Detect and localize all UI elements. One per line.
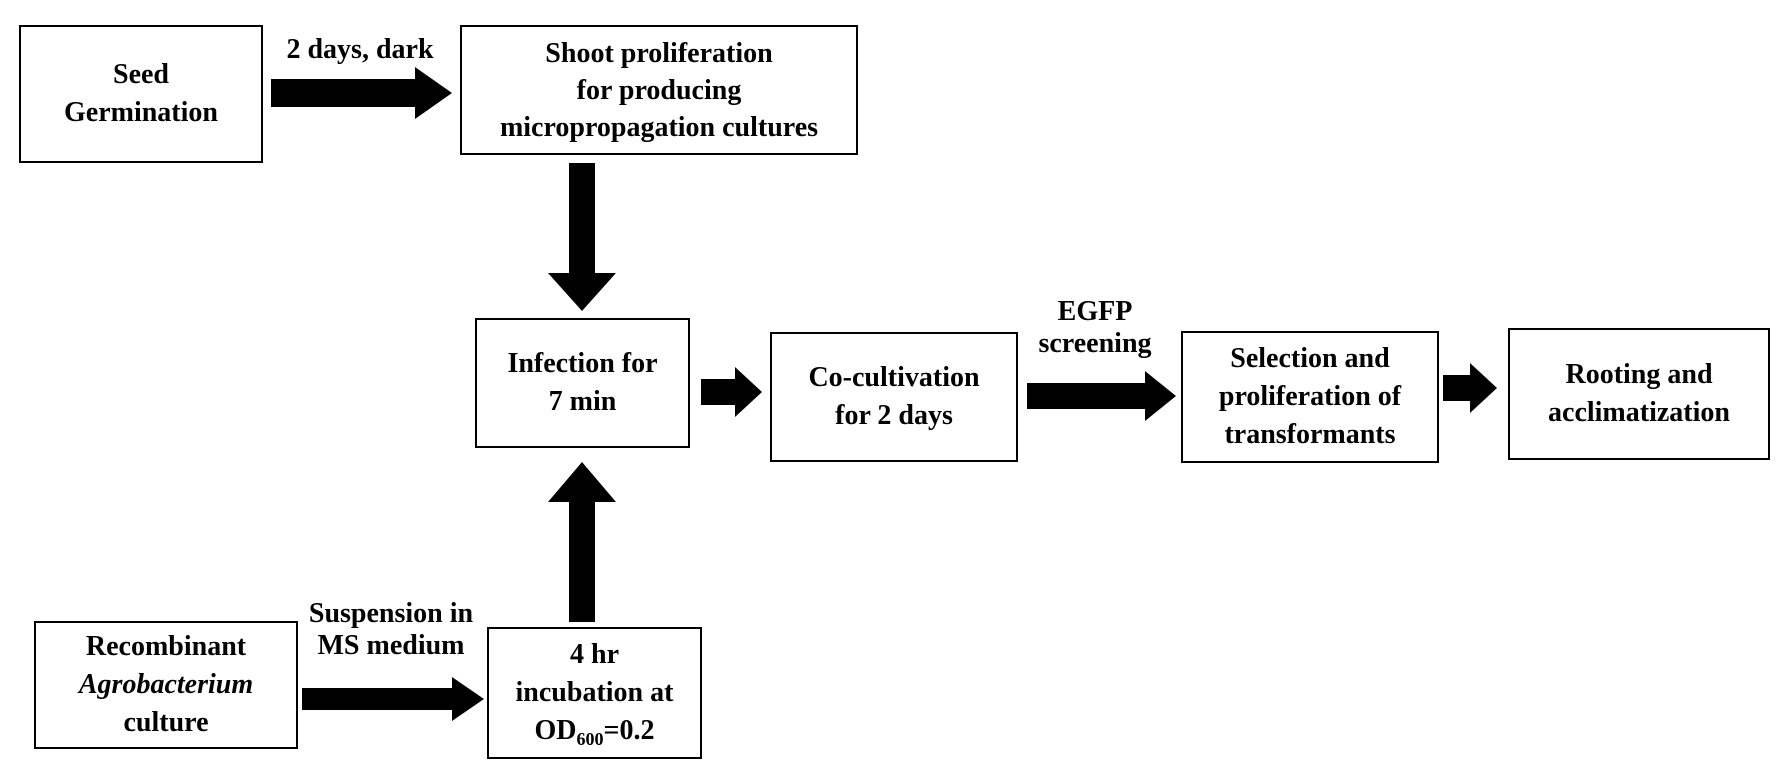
arrow-cocultivation-to-selection	[1027, 371, 1176, 421]
shoot-line-2: for producing	[576, 74, 742, 106]
label-2-days-dark: 2 days, dark	[286, 34, 434, 65]
arrow-seed-to-shoot	[271, 67, 452, 119]
shoot-line-1: Shoot proliferation	[545, 37, 773, 69]
susp-line-2: MS medium	[317, 630, 465, 661]
arrow-infection-to-cocultivation	[701, 367, 762, 417]
arrow-agro-to-incubation	[302, 677, 484, 721]
rooting-line-1: Rooting and	[1565, 359, 1713, 390]
seed-germination-box: Seed Germination	[19, 25, 263, 163]
incubation-line-2: incubation at	[515, 677, 674, 708]
infection-line-2: 7 min	[548, 386, 617, 417]
arrow-shoot-to-infection	[548, 163, 616, 311]
selection-box: Selection and proliferation of transform…	[1181, 331, 1439, 463]
label-egfp-screening: EGFP screening	[1020, 296, 1170, 360]
rooting-box: Rooting and acclimatization	[1508, 328, 1770, 460]
agro-line-2-italic: Agrobacterium	[78, 669, 254, 700]
egfp-line-1: EGFP	[1057, 296, 1133, 327]
seed-line-2: Germination	[64, 97, 218, 128]
selection-line-2: proliferation of	[1218, 381, 1402, 412]
egfp-line-2: screening	[1038, 328, 1152, 359]
susp-line-1: Suspension in	[308, 598, 474, 629]
od-text: OD	[534, 715, 577, 746]
infection-line-1: Infection for	[507, 348, 658, 379]
shoot-line-3: micropropagation cultures	[499, 111, 819, 143]
agro-line-1: Recombinant	[85, 631, 247, 662]
incubation-line-3: OD600=0.2	[516, 712, 674, 750]
rooting-line-2: acclimatization	[1548, 397, 1730, 428]
arrow-selection-to-rooting	[1443, 363, 1497, 413]
selection-line-1: Selection and	[1230, 343, 1390, 374]
cocultivation-line-2: for 2 days	[835, 400, 953, 431]
incubation-line-1: 4 hr	[570, 639, 619, 670]
od-value: =0.2	[603, 715, 655, 746]
arrow-incubation-to-infection	[548, 462, 616, 622]
label-suspension-ms-medium: Suspension in MS medium	[292, 598, 490, 662]
cocultivation-box: Co-cultivation for 2 days	[770, 332, 1018, 462]
selection-line-3: transformants	[1224, 419, 1396, 450]
shoot-proliferation-box: Shoot proliferation for producing microp…	[460, 25, 858, 155]
cocultivation-line-1: Co-cultivation	[808, 362, 980, 393]
agro-line-3: culture	[123, 707, 209, 738]
infection-box: Infection for 7 min	[475, 318, 690, 448]
incubation-box: 4 hr incubation at OD600=0.2	[487, 627, 702, 759]
agrobacterium-culture-box: Recombinant Agrobacterium culture	[34, 621, 298, 749]
seed-line-1: Seed	[113, 59, 169, 90]
od-subscript: 600	[576, 729, 604, 749]
